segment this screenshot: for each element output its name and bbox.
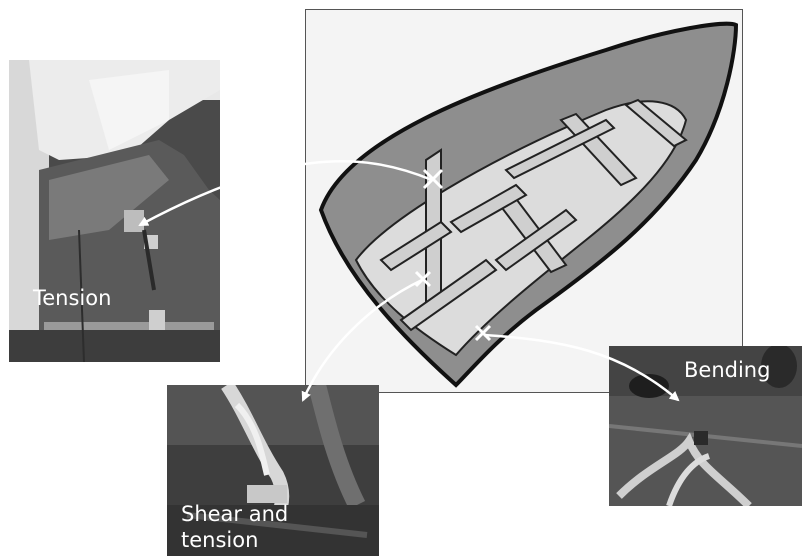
hull-sketch-panel — [305, 9, 743, 393]
hull-sketch — [306, 10, 742, 392]
shear-photo-panel: Shear and tension — [167, 385, 379, 556]
bending-photo-panel: Bending — [609, 346, 802, 506]
shear-label-line1: Shear and — [181, 502, 288, 526]
tension-photo-panel: Tension — [9, 60, 220, 362]
tension-label: Tension — [33, 286, 111, 310]
shear-label-line2: tension — [181, 528, 258, 552]
tension-photo — [9, 60, 220, 362]
bending-label: Bending — [684, 358, 770, 382]
